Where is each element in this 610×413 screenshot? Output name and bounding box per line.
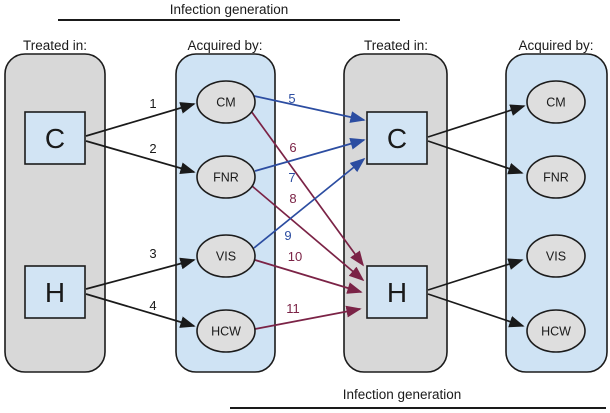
node-h-gen1-label: H — [45, 277, 65, 308]
node-fnr-gen1-label: FNR — [213, 171, 239, 185]
edge-2-arrow — [85, 140, 196, 174]
node-h-gen1 — [24, 265, 86, 319]
node-hcw-gen2 — [526, 309, 586, 353]
edge-h2-vis2-arrow — [427, 258, 524, 291]
edge-7-label: 7 — [288, 170, 295, 185]
panel-treated-gen2 — [343, 53, 448, 373]
edge-3-label: 3 — [149, 246, 156, 261]
panel-acquired-gen2 — [505, 53, 608, 373]
edge-11-label: 11 — [286, 301, 300, 316]
edge-7-arrow — [254, 137, 366, 172]
edge-8-arrow — [251, 185, 365, 282]
node-cm-gen2-label: CM — [546, 96, 565, 110]
node-hcw-gen1 — [196, 309, 256, 353]
node-c-gen1 — [24, 111, 86, 165]
node-c-gen1-label: C — [45, 123, 65, 154]
edge-9-arrow — [253, 157, 366, 249]
column-header-acquired-gen2: Acquired by: — [518, 38, 593, 53]
panel-acquired-gen1 — [175, 53, 276, 373]
node-cm-gen1 — [196, 80, 256, 124]
edge-10-label: 10 — [288, 249, 302, 264]
node-h-gen2-label: H — [387, 277, 407, 308]
edge-5-label: 5 — [288, 91, 295, 106]
edge-4-arrow — [85, 293, 196, 328]
node-cm-gen1-label: CM — [216, 96, 235, 110]
column-header-acquired-gen1: Acquired by: — [187, 38, 262, 53]
top-generation-title: Infection generation — [170, 2, 289, 17]
edge-8-label: 8 — [289, 191, 296, 206]
node-cm-gen2 — [526, 80, 586, 124]
node-hcw-gen1-label: HCW — [211, 325, 241, 339]
node-c-gen2-label: C — [387, 123, 407, 154]
edge-3-arrow — [85, 257, 196, 290]
node-c-gen2 — [366, 111, 428, 165]
node-vis-gen1-label: VIS — [216, 250, 236, 264]
column-header-treated-gen1: Treated in: — [23, 38, 87, 53]
edge-11-arrow — [254, 305, 362, 330]
panel-treated-gen1 — [4, 53, 106, 373]
bottom-generation-title: Infection generation — [343, 387, 462, 402]
edge-6-label: 6 — [289, 140, 296, 155]
node-vis-gen1 — [196, 234, 256, 278]
node-fnr-gen1 — [196, 155, 256, 199]
edge-c2-fnr2-arrow — [427, 140, 524, 175]
edge-1-arrow — [85, 102, 196, 137]
node-h-gen2 — [366, 265, 428, 319]
edge-1-label: 1 — [149, 96, 156, 111]
node-hcw-gen2-label: HCW — [541, 325, 571, 339]
edge-5-arrow — [253, 95, 366, 123]
edge-6-arrow — [250, 110, 364, 267]
node-vis-gen2 — [526, 234, 586, 278]
edge-10-arrow — [254, 259, 363, 294]
edge-c2-cm2-arrow — [427, 104, 526, 138]
edge-h2-hcw2-arrow — [427, 293, 525, 328]
node-vis-gen2-label: VIS — [546, 250, 566, 264]
node-fnr-gen2-label: FNR — [543, 171, 569, 185]
edge-2-label: 2 — [149, 141, 156, 156]
column-header-treated-gen2: Treated in: — [364, 38, 428, 53]
node-fnr-gen2 — [526, 155, 586, 199]
edge-9-label: 9 — [284, 228, 291, 243]
edge-4-label: 4 — [149, 298, 156, 313]
